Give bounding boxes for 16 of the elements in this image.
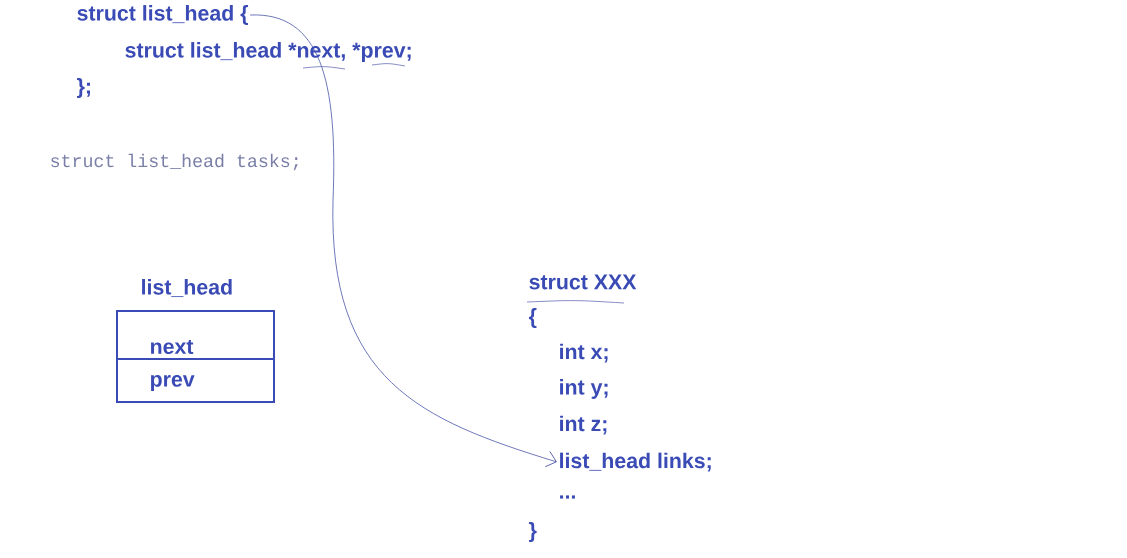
code-text: struct XXX — [529, 274, 637, 290]
code-text: int y; — [560, 379, 608, 399]
code-text: ... — [560, 495, 575, 499]
node-label: list_head — [142, 278, 232, 298]
code-text: struct list_head tasks; — [51, 153, 298, 171]
table-cell: prev — [116, 358, 275, 403]
code-text: { — [528, 308, 537, 328]
code-text: int x; — [560, 343, 608, 363]
code-text: struct list_head *next, *prev; — [125, 42, 411, 62]
table-cell: next — [116, 310, 275, 360]
curved-arrow — [249, 14, 557, 468]
code-text: int z; — [560, 415, 607, 435]
code-text: struct list_head { — [77, 5, 249, 25]
code-text: list_head links; — [560, 452, 711, 472]
code-text: } — [529, 522, 537, 542]
code-text: }; — [77, 78, 90, 98]
